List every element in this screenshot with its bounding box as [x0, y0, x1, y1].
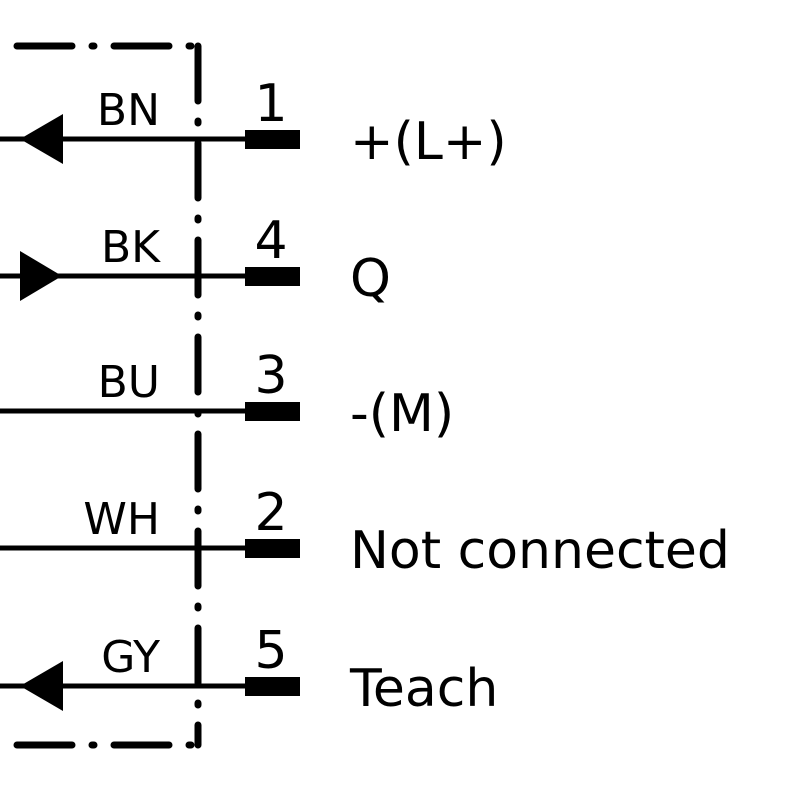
wire-color-label: WH	[83, 494, 160, 545]
pin-terminal	[245, 402, 300, 421]
arrow-right-icon	[20, 251, 62, 301]
pin-row: BU 3 -(M)	[0, 346, 454, 444]
signal-label: +(L+)	[350, 112, 507, 172]
pin-number: 5	[254, 621, 287, 681]
pin-terminal	[245, 539, 300, 558]
housing-boundary	[13, 42, 202, 749]
arrow-left-icon	[20, 661, 63, 711]
wire-color-label: BK	[101, 222, 161, 273]
pin-terminal	[245, 267, 300, 286]
signal-label: Teach	[349, 659, 498, 719]
pin-number: 3	[254, 346, 287, 406]
wire-color-label: GY	[101, 632, 160, 683]
wire-color-label: BU	[98, 357, 160, 408]
pin-number: 2	[254, 483, 287, 543]
wire-color-label: BN	[97, 85, 160, 136]
signal-label: -(M)	[350, 384, 454, 444]
pin-row: BN 1 +(L+)	[0, 74, 507, 172]
signal-label: Q	[350, 249, 391, 309]
pin-terminal	[245, 677, 300, 696]
pin-terminal	[245, 130, 300, 149]
pin-number: 4	[254, 211, 287, 271]
pin-number: 1	[254, 74, 287, 134]
pin-row: BK 4Q	[0, 211, 391, 309]
signal-label: Not connected	[350, 521, 730, 581]
arrow-left-icon	[20, 114, 63, 164]
